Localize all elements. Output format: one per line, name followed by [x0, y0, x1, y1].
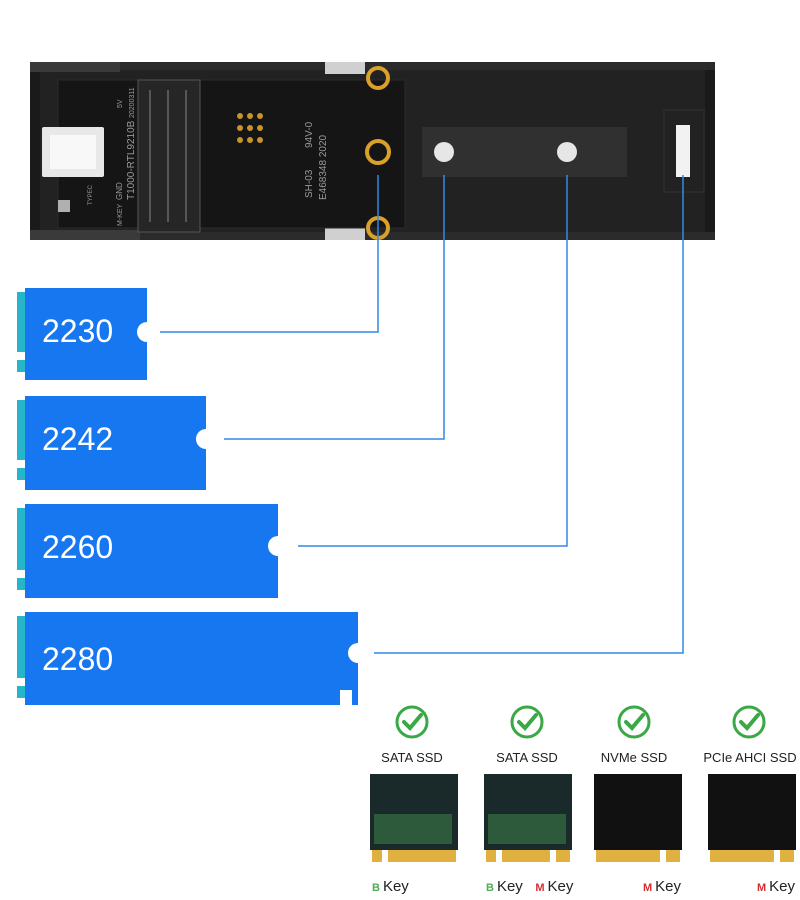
check-icon [732, 705, 766, 739]
pcb-text-5v: 5V [117, 99, 124, 108]
latch-housing [663, 109, 705, 193]
pcb-text-typec: TYPEC [88, 184, 94, 205]
card-2230-body [25, 288, 147, 380]
ssd-thumbnail-pcie-ahci [704, 774, 800, 864]
b-key-letter: B [486, 882, 494, 894]
compat-label-nvme: NVMe SSD [600, 750, 668, 765]
card-2280-label: 2280 [42, 641, 113, 677]
check-icon [617, 705, 651, 739]
m2-connector [137, 79, 201, 233]
pcb-text-gnd: GND [115, 182, 124, 200]
card-2280-body [25, 612, 358, 705]
pcb-text-model: SH-03 [304, 169, 315, 198]
pcb-text-ul: 94V-0 [304, 121, 315, 148]
screw-hole-2230 [365, 139, 391, 165]
mount-latch-2280 [676, 125, 690, 177]
m-key-letter: M [643, 882, 653, 894]
leader-line-2242 [224, 175, 445, 440]
m2-connector-pins [149, 90, 187, 222]
check-icon [510, 705, 544, 739]
leader-lines [160, 175, 684, 654]
smd-component [58, 200, 70, 212]
ssd-thumbnail-bm-key [480, 774, 576, 864]
usb-c-inner [50, 135, 96, 169]
top-left-latch [30, 62, 120, 72]
top-rail [30, 62, 715, 70]
compat-label-sata-bm: SATA SSD [496, 750, 558, 765]
card-2242: 2242 [17, 396, 206, 490]
pcb-text-main: T1000-RTL9210B [126, 120, 137, 200]
b-key-letter: B [372, 882, 380, 894]
compat-label-sata-b: SATA SSD [381, 750, 443, 765]
key-text: Key [655, 878, 682, 895]
compat-label-pcie-ahci: PCIe AHCI SSD [703, 750, 797, 765]
card-2230-label: 2230 [42, 313, 113, 349]
pcb-text-cert: E468348 2020 [318, 134, 329, 200]
card-2260-label: 2260 [42, 529, 113, 565]
pcb-text-date: 20200311 [129, 87, 136, 118]
leader-line-2260 [298, 175, 568, 547]
top-clip [325, 62, 365, 74]
card-2260-body [25, 504, 278, 598]
card-2242-body [25, 396, 206, 490]
key-text: Key [382, 878, 409, 895]
card-2280: 2280 [17, 612, 358, 705]
ssd-thumbnail-b-key [366, 774, 462, 864]
mount-slider-track [422, 127, 627, 177]
m-key-letter: M [535, 882, 545, 894]
mount-hole-2260 [557, 142, 577, 162]
card-2260: 2260 [17, 504, 278, 598]
pcb-text-key: M-KEY [117, 204, 124, 227]
test-pads [237, 113, 263, 143]
key-text: Key [769, 878, 796, 895]
ssd-size-cards: 2230 2242 2260 2280 [17, 288, 358, 705]
key-text: Key [496, 878, 523, 895]
pcb-board [57, 79, 406, 229]
leader-line-2280 [374, 175, 684, 654]
ssd-enclosure: T1000-RTL9210B 20200311 M-KEY GND 5V TYP… [30, 62, 715, 240]
bottom-left-latch [30, 230, 140, 240]
ssd-thumbnail-nvme [590, 774, 686, 864]
screw-hole-top [366, 66, 390, 90]
mount-hole-2242 [434, 142, 454, 162]
m-key-letter: M [757, 882, 767, 894]
leader-line-2230 [160, 175, 379, 333]
card-2242-label: 2242 [42, 421, 113, 457]
check-icon [395, 705, 429, 739]
card-2230: 2230 [17, 288, 147, 380]
key-text: Key [547, 878, 574, 895]
bottom-clip [325, 228, 365, 240]
